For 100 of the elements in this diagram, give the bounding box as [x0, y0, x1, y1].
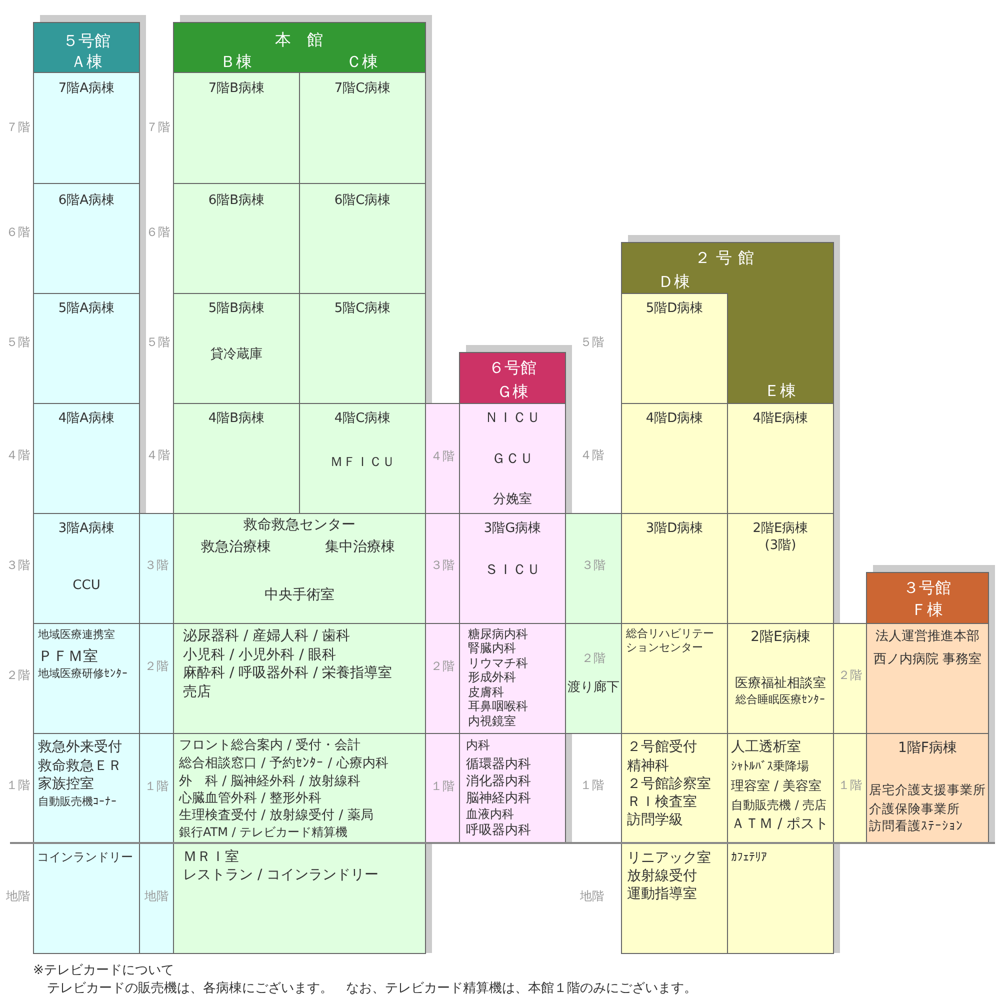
- floor-label: １階: [838, 777, 862, 793]
- floor-label: ５階: [6, 334, 30, 350]
- floor-section: [621, 733, 728, 844]
- floor-section: [299, 72, 426, 184]
- floor-label: １階: [580, 777, 604, 793]
- floor-section: [866, 623, 989, 734]
- floor-section: [173, 183, 300, 294]
- floor-section: [621, 293, 728, 404]
- floor-section: [33, 72, 140, 184]
- room-label: 集中治療棟: [325, 538, 395, 556]
- floor-label: 地階: [144, 888, 168, 904]
- floor-section: [173, 513, 426, 624]
- room-label: CCU: [72, 576, 100, 594]
- floor-section: [33, 513, 140, 624]
- floor-label: ７階: [6, 119, 30, 135]
- floor-label: ７階: [146, 119, 170, 135]
- floor-label: ４階: [6, 447, 30, 463]
- room-label: 総合睡眠医療ｾﾝﾀｰ: [736, 693, 826, 707]
- room-label: 救急治療棟: [201, 538, 271, 556]
- room-label: 血液内科: [466, 806, 514, 822]
- room-label: 4階A病棟: [58, 410, 115, 426]
- floor-section: [33, 733, 140, 844]
- room-label: 放射線受付: [627, 867, 697, 885]
- floor-label: ５階: [580, 334, 604, 350]
- room-label: 生理検査受付 / 放射線受付 / 薬局: [179, 806, 374, 824]
- corridor-label: 渡り廊下: [568, 678, 620, 696]
- room-label: 家族控室: [38, 775, 94, 793]
- room-label: 形成外科: [468, 669, 516, 685]
- room-label: 医療福祉相談室: [735, 674, 826, 692]
- wing-name: Ｇ棟: [496, 380, 528, 402]
- corridor-section: [425, 623, 460, 734]
- room-label: 自動販売機 / 売店: [731, 797, 827, 813]
- floor-label: ６階: [6, 224, 30, 240]
- room-label: 銀行ATM / テレビカード精算機: [179, 824, 348, 840]
- floor-label: ６階: [146, 224, 170, 240]
- floor-section: [33, 623, 140, 734]
- floor-section: [299, 403, 426, 514]
- room-label: 7階B病棟: [208, 80, 265, 96]
- corridor-section: [139, 843, 174, 954]
- room-label: フロント総合案内 / 受付・会計: [179, 736, 361, 754]
- floor-label: ２階: [6, 667, 30, 683]
- floor-section: [459, 403, 566, 514]
- floor-section: [621, 623, 728, 734]
- room-label: 4階B病棟: [208, 410, 265, 426]
- room-label: 運動指導室: [627, 885, 697, 903]
- wing-name: Ｅ棟: [764, 380, 796, 400]
- room-label: 3階D病棟: [646, 520, 704, 536]
- wing-name: Ｆ棟: [911, 598, 943, 620]
- room-label: ＡＴＭ / ポスト: [731, 815, 829, 833]
- corridor-section: [425, 733, 460, 844]
- room-label: 4階C病棟: [334, 410, 391, 426]
- room-label: 売店: [183, 683, 211, 701]
- room-label: ＭＲＩ室: [183, 848, 239, 866]
- room-label: ２号館受付: [627, 738, 697, 756]
- room-label: 1階F病棟: [898, 739, 957, 757]
- floor-section: [299, 293, 426, 404]
- corridor-section: [425, 513, 460, 624]
- room-label: ＭＦＩＣＵ: [330, 454, 395, 470]
- room-label: 5階A病棟: [58, 300, 115, 316]
- floor-label: １階: [430, 778, 454, 794]
- room-label: 西ノ内病院 事務室: [873, 650, 982, 668]
- floor-section: [621, 403, 728, 514]
- room-label: 麻酔科 / 呼吸器外科 / 栄養指導室: [183, 664, 392, 682]
- room-label: ｼｬﾄﾙﾊﾞｽ乗降場: [731, 758, 809, 774]
- room-label: リニアック室: [627, 849, 711, 867]
- corridor-section: [425, 403, 460, 514]
- floor-label: ５階: [146, 334, 170, 350]
- room-label: 4階E病棟: [752, 410, 808, 426]
- floor-label: １階: [144, 778, 168, 794]
- room-label: 訪問学級: [627, 811, 683, 829]
- room-label: 内視鏡室: [468, 713, 516, 729]
- building-name: ６号館: [488, 356, 536, 378]
- wing-name: Ｂ棟: [220, 50, 252, 72]
- building-block: [866, 572, 989, 844]
- room-label: ＳＩＣＵ: [484, 561, 540, 579]
- footnote-text: テレビカードの販売機は、各病棟にございます。 なお、テレビカード精算機は、本館１階のみにございます。: [47, 980, 697, 996]
- wing-name: Ｄ棟: [658, 270, 690, 292]
- room-label: 救命救急ＥＲ: [38, 757, 122, 775]
- room-label: 腎臓内科: [468, 640, 516, 656]
- floor-section: [33, 293, 140, 404]
- room-label: ＧＣＵ: [492, 450, 534, 468]
- corridor-section: [139, 513, 174, 624]
- room-label: 泌尿器科 / 産婦人科 / 歯科: [183, 627, 350, 645]
- room-label: 循環器内科: [466, 756, 531, 772]
- room-label: 自動販売機ｺｰﾅｰ: [38, 795, 117, 809]
- room-label: レストラン / コインランドリー: [183, 866, 379, 884]
- room-label: ｶﾌｪﾃﾘｱ: [731, 849, 767, 865]
- corridor-section: [139, 623, 174, 734]
- room-label: (3階): [764, 536, 796, 554]
- room-label: 総合相談窓口 / 予約ｾﾝﾀｰ / 心療内科: [179, 754, 388, 772]
- room-label: 総合リハビリテーションセンター: [626, 627, 715, 655]
- floor-label: ２階: [430, 658, 454, 674]
- building-block: [621, 242, 834, 954]
- wing-name: Ｃ棟: [346, 50, 378, 72]
- room-label: ＲＩ検査室: [627, 793, 697, 811]
- floor-label: ３階: [6, 557, 30, 573]
- floor-section: [459, 623, 566, 734]
- room-label: ＮＩＣＵ: [484, 409, 540, 427]
- room-label: 3階A病棟: [58, 520, 115, 536]
- room-label: 心臓血管外科 / 整形外科: [179, 790, 322, 806]
